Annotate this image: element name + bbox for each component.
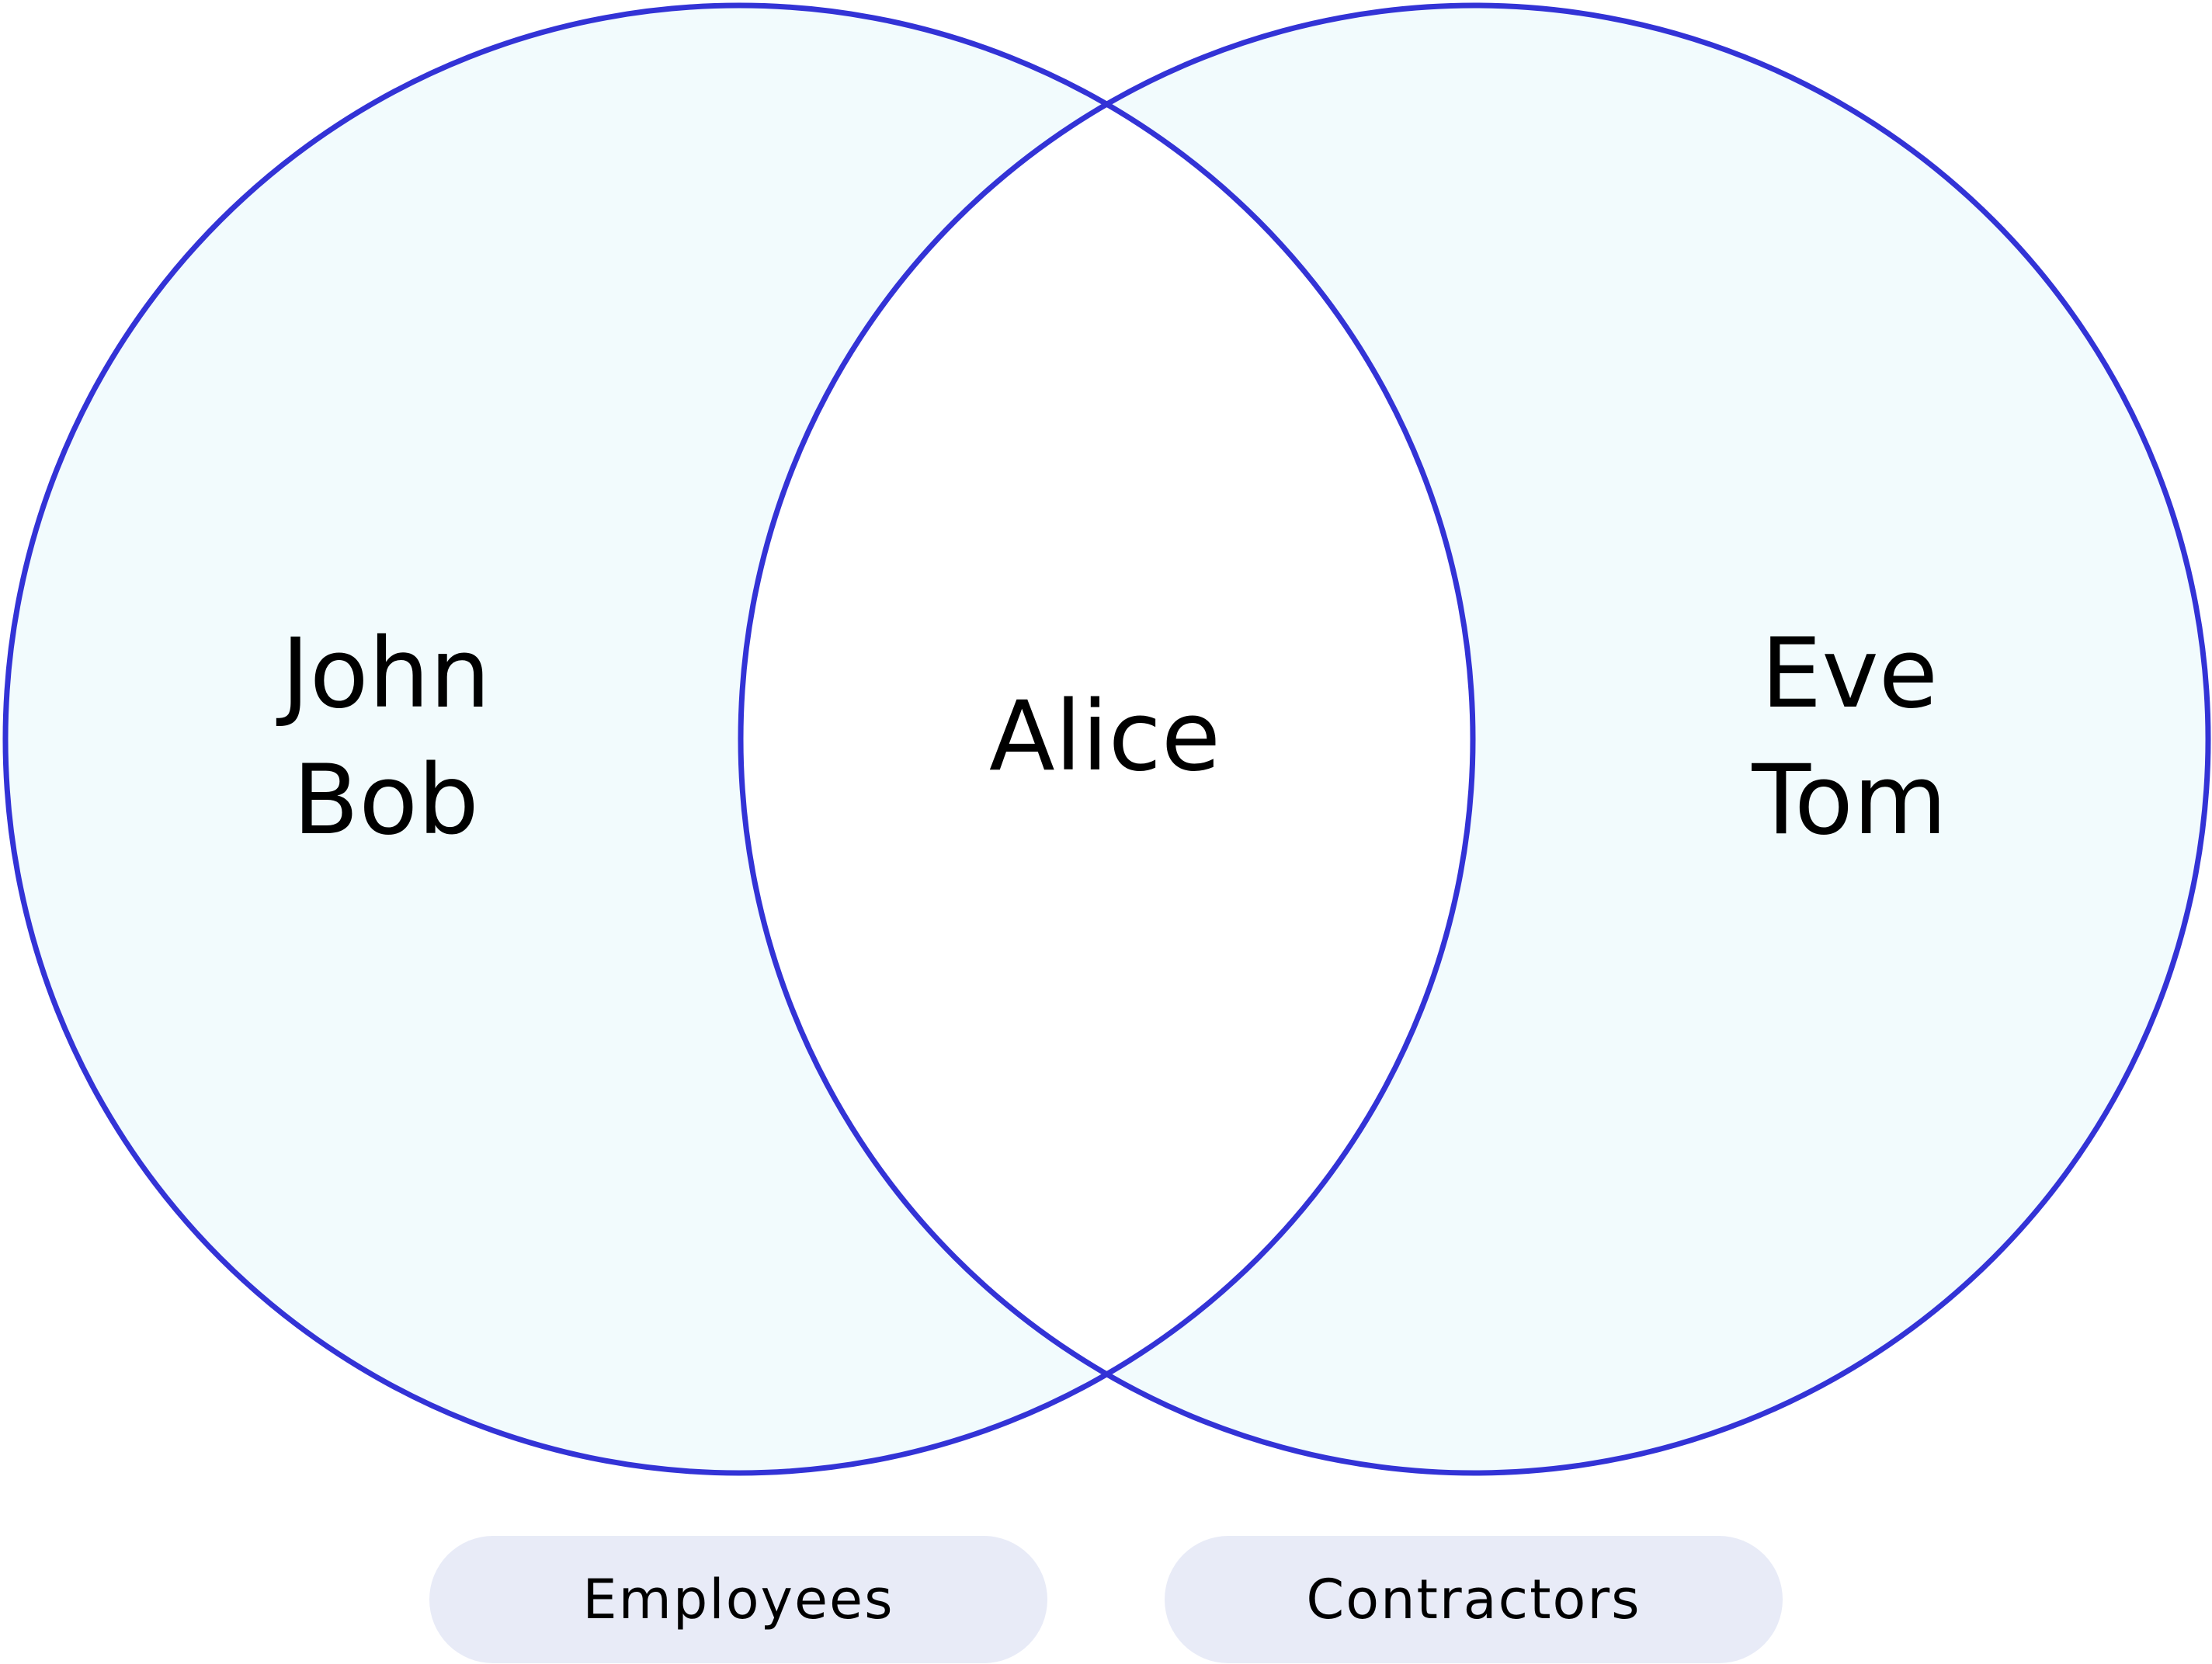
employees-member-2: Bob [293,745,479,856]
intersection-region [741,5,1473,1473]
employees-circle-outline [2,2,1476,1476]
employees-member-1: John [276,618,491,730]
contractors-member-2: Tom [1751,745,1946,856]
contractors-set-label: Contractors [1165,1536,1783,1663]
intersection-member-1: Alice [989,681,1221,793]
contractors-member-1: Eve [1761,618,1938,730]
employees-set-label: Employees [429,1536,1047,1663]
contractors-circle-outline [738,2,2211,1476]
